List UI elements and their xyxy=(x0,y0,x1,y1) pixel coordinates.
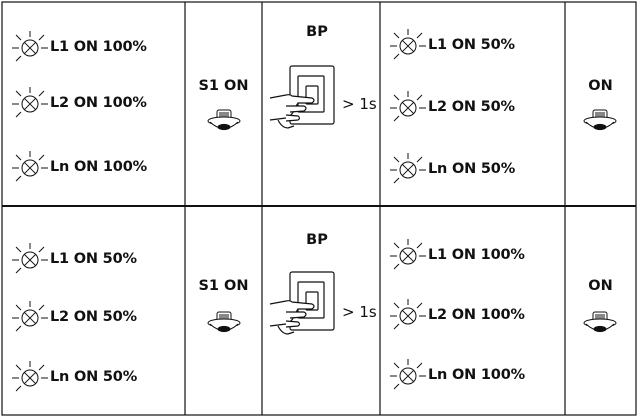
presence-sensor-icon xyxy=(583,109,617,131)
lamp-status-label: Ln ON 100% xyxy=(50,159,147,175)
sensor-label: S1 ON xyxy=(198,278,249,294)
lamp-row: L2 ON 50% xyxy=(380,88,580,128)
lamp-icon xyxy=(12,87,48,118)
lamp-icon xyxy=(390,299,426,330)
lamp-icon xyxy=(12,151,48,182)
lamp-row: Ln ON 100% xyxy=(2,148,202,188)
press-duration-label: > 1s xyxy=(342,303,377,321)
lamp-row: L1 ON 100% xyxy=(2,28,202,68)
presence-sensor-icon xyxy=(207,109,241,131)
lamp-row: Ln ON 50% xyxy=(380,150,580,190)
row-1-after-cell: L1 ON 50% L2 ON 50% Ln ON 50% xyxy=(380,2,565,206)
sensor-label: S1 ON xyxy=(198,78,249,94)
lamp-status-label: L2 ON 50% xyxy=(428,99,515,115)
lamp-row: L2 ON 100% xyxy=(2,84,202,124)
lamp-status-label: L1 ON 50% xyxy=(50,251,137,267)
lamp-icon xyxy=(12,243,48,274)
lamp-icon xyxy=(12,301,48,332)
lamp-row: L1 ON 50% xyxy=(2,240,202,280)
lamp-status-label: L1 ON 100% xyxy=(428,247,525,263)
row-1-result-cell: ON xyxy=(565,2,636,206)
lamp-status-label: Ln ON 100% xyxy=(428,367,525,383)
lamp-row: L2 ON 100% xyxy=(380,296,580,336)
row-1-sensor-cell: S1 ON xyxy=(185,2,262,206)
lamp-icon xyxy=(390,359,426,390)
lamp-icon xyxy=(390,153,426,184)
lamp-status-label: Ln ON 50% xyxy=(428,161,516,177)
result-label: ON xyxy=(588,278,613,294)
lamp-icon xyxy=(12,361,48,392)
lamp-status-label: L1 ON 50% xyxy=(428,37,515,53)
lamp-status-label: L2 ON 50% xyxy=(50,309,137,325)
push-button-hand-icon xyxy=(269,65,335,129)
lamp-status-label: L2 ON 100% xyxy=(428,307,525,323)
row-2-sensor-cell: S1 ON xyxy=(185,206,262,415)
lamp-row: L1 ON 50% xyxy=(380,26,580,66)
push-button-label: BP xyxy=(306,24,328,40)
lamp-icon xyxy=(390,239,426,270)
lamp-icon xyxy=(390,91,426,122)
lamp-status-label: Ln ON 50% xyxy=(50,369,138,385)
lamp-row: Ln ON 50% xyxy=(2,358,202,398)
lamp-row: L1 ON 100% xyxy=(380,236,580,276)
press-duration-label: > 1s xyxy=(342,95,377,113)
row-1-button-cell: BP > 1s xyxy=(262,2,380,206)
presence-sensor-icon xyxy=(583,311,617,333)
lamp-row: Ln ON 100% xyxy=(380,356,580,396)
lamp-status-label: L1 ON 100% xyxy=(50,39,147,55)
row-1-before-cell: L1 ON 100% L2 ON 100% Ln ON 100% xyxy=(2,2,185,206)
lamp-icon xyxy=(12,31,48,62)
row-2-button-cell: BP > 1s xyxy=(262,206,380,415)
row-2-result-cell: ON xyxy=(565,206,636,415)
row-2-after-cell: L1 ON 100% L2 ON 100% Ln ON 100% xyxy=(380,206,565,415)
push-button-hand-icon xyxy=(269,271,335,335)
lamp-icon xyxy=(390,29,426,60)
lamp-row: L2 ON 50% xyxy=(2,298,202,338)
push-button-label: BP xyxy=(306,232,328,248)
row-2-before-cell: L1 ON 50% L2 ON 50% Ln ON 50% xyxy=(2,206,185,415)
lamp-status-label: L2 ON 100% xyxy=(50,95,147,111)
result-label: ON xyxy=(588,78,613,94)
presence-sensor-icon xyxy=(207,311,241,333)
